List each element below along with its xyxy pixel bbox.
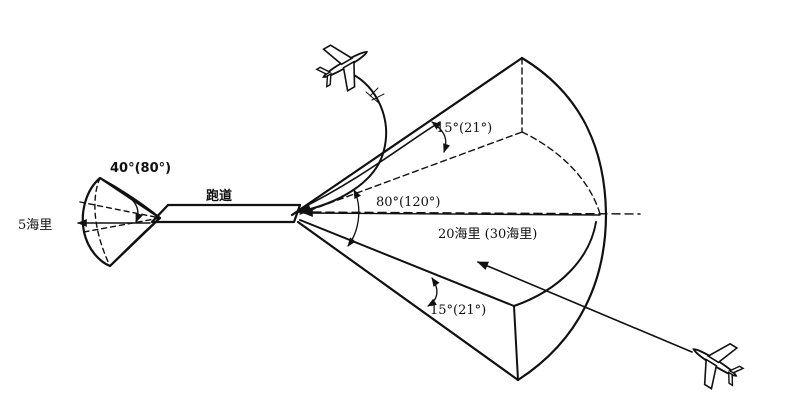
runway-label: 跑道	[206, 188, 232, 204]
lower-approach-path	[476, 261, 693, 353]
upper-angle-label: 15°(21°)	[436, 121, 492, 136]
upper-approach-path	[296, 73, 388, 215]
back-course-volume	[79, 176, 162, 268]
airplane-icon	[315, 44, 369, 93]
front-course-volume	[290, 56, 641, 382]
lower-angle-label: 15°(21°)	[430, 303, 486, 318]
left-angle-label: 40°(80°)	[110, 161, 171, 176]
airplane-icon	[692, 342, 745, 390]
runway	[150, 203, 302, 224]
left-range-label: 5海里	[18, 218, 52, 233]
center-angle-label: 80°(120°)	[376, 195, 441, 210]
right-range-label: 20海里 (30海里)	[438, 227, 537, 242]
